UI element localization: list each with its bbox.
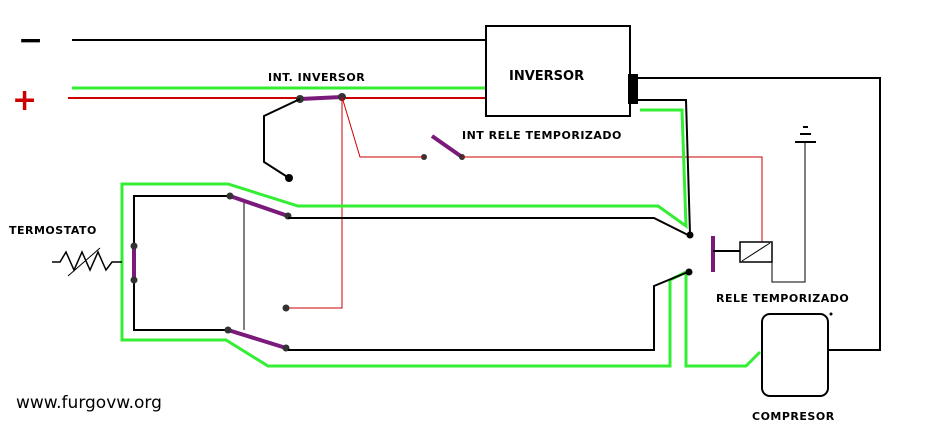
lower-switch-node-b [282, 344, 290, 352]
thermostat-wire-left [133, 195, 230, 331]
lower-switch-lever [227, 328, 287, 350]
red-wire-contact [282, 304, 290, 312]
lower-switch-wire [288, 271, 689, 351]
thermostat-node-top [130, 242, 138, 250]
relay-contact-bottom [685, 268, 693, 276]
lower-switch-node-a [224, 326, 232, 334]
termostato-label: TERMOSTATO [9, 224, 97, 237]
inversor-label: INVERSOR [509, 69, 584, 84]
compresor-mark [829, 312, 833, 316]
int-inversor-contact [285, 174, 293, 182]
negative-return-wire [638, 77, 881, 351]
relay-coil-diagonal [741, 242, 771, 262]
inverter-output-wire [638, 99, 691, 235]
upper-switch-node-a [226, 192, 234, 200]
red-control-wire-down [286, 97, 343, 309]
inversor-box [485, 25, 631, 117]
rele-label: RELE TEMPORIZADO [716, 292, 849, 305]
int-inversor-lever [299, 95, 343, 101]
int-inversor-arm [263, 98, 301, 179]
minus-terminal-label: − [18, 23, 43, 58]
red-control-wire-upper [341, 96, 424, 158]
inversor-connector [628, 74, 638, 104]
thermostat-node-bottom [130, 276, 138, 284]
relay-ground-wire [771, 142, 806, 283]
int-rele-lever [430, 134, 464, 159]
termostato-zigzag [52, 250, 122, 272]
plus-terminal-label: + [12, 83, 37, 118]
red-control-wire-to-relay [462, 156, 763, 242]
upper-switch-lever [229, 194, 289, 218]
upper-switch-wire [288, 217, 691, 237]
termostato-arrow [67, 247, 101, 277]
int-inversor-label: INT. INVERSOR [268, 71, 365, 84]
green-compressor-feed [684, 272, 762, 368]
compresor-box [761, 313, 829, 397]
int-rele-label: INT RELE TEMPORIZADO [462, 129, 622, 142]
compresor-label: COMPRESOR [752, 410, 835, 423]
website-label: www.furgovw.org [16, 393, 162, 413]
green-loop-top [120, 108, 688, 368]
